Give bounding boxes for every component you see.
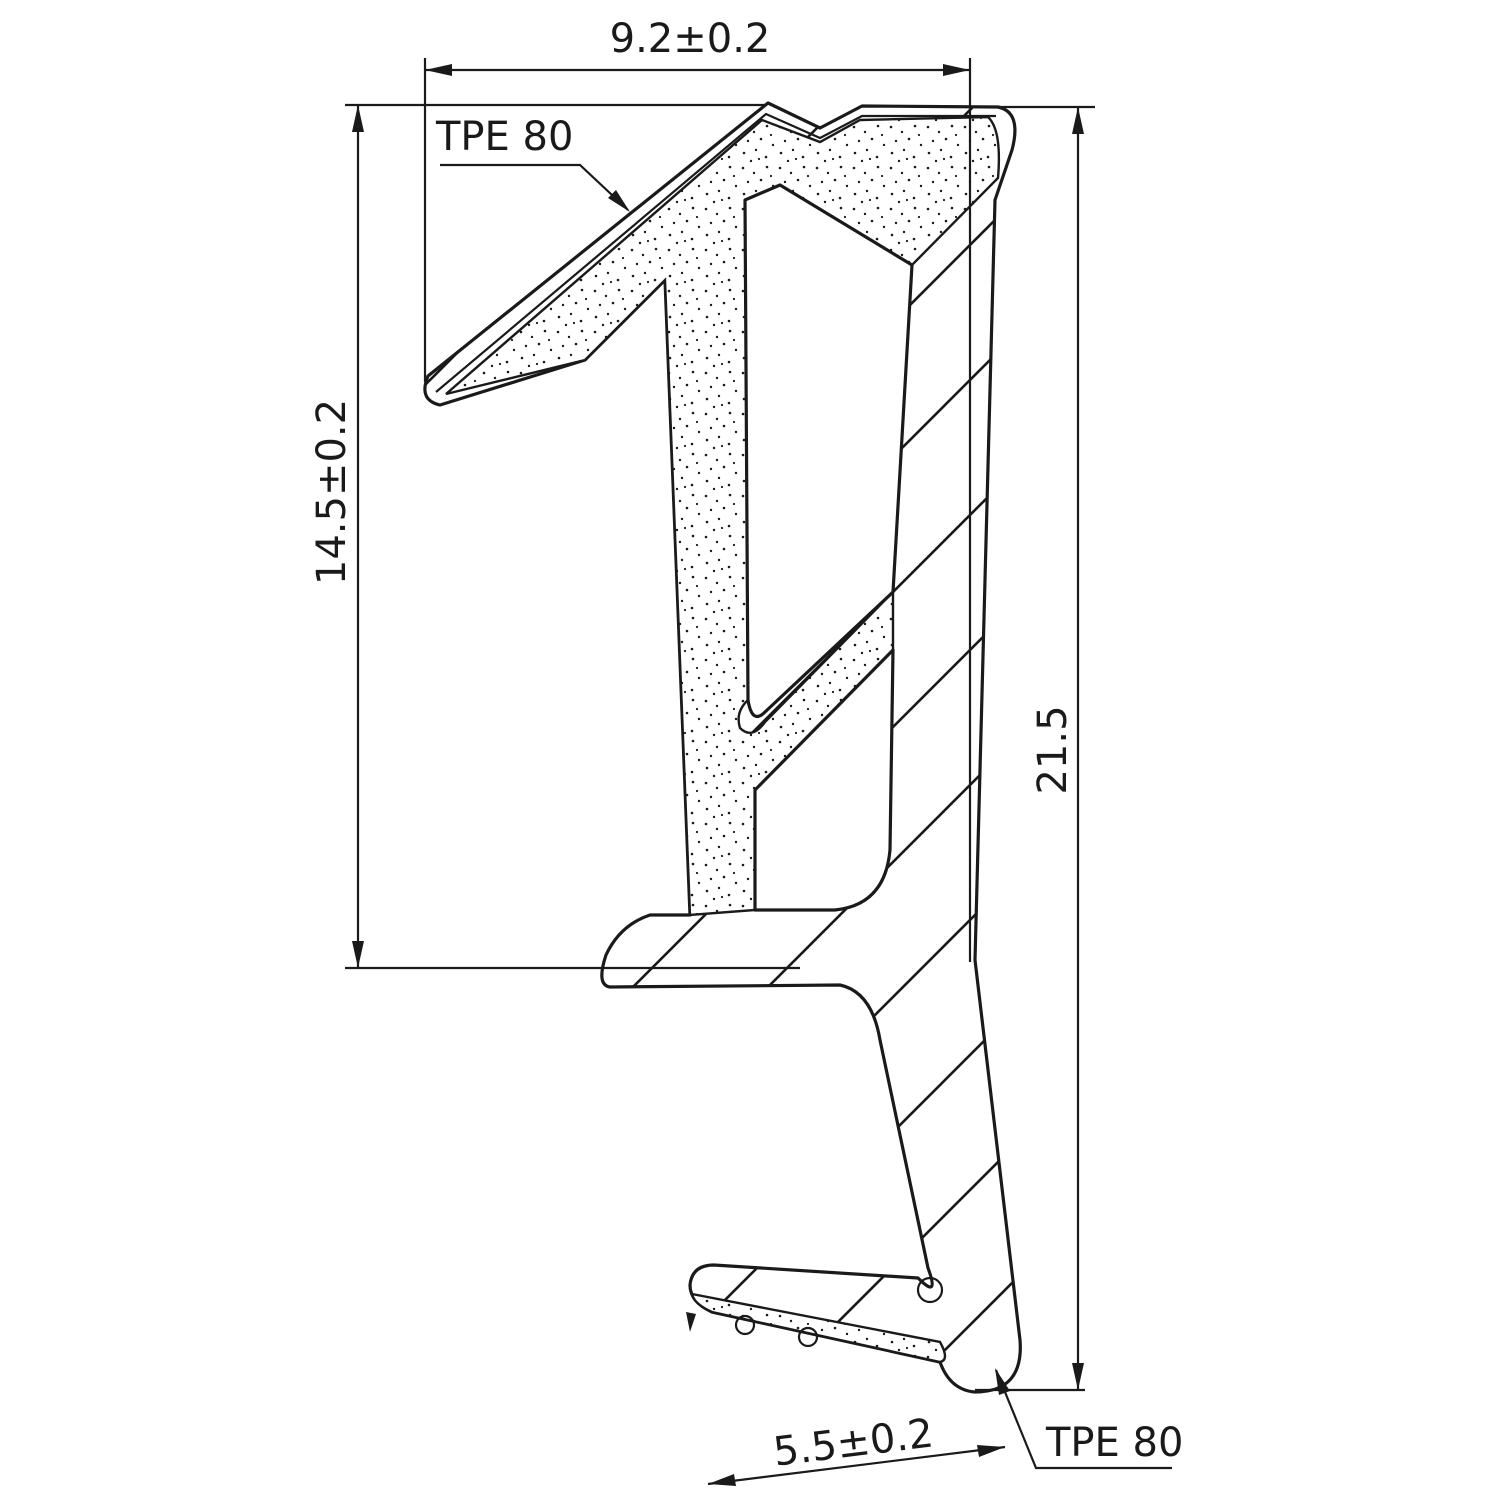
foam-region-upper [445, 115, 1001, 917]
cavity-lower [753, 648, 895, 912]
skin-line [435, 112, 996, 393]
dimension-left-height: 14.5±0.2 [309, 103, 800, 970]
dim-left-height-text: 14.5±0.2 [309, 399, 355, 585]
material-label-top: TPE 80 [435, 114, 630, 212]
material-top-text: TPE 80 [435, 114, 573, 160]
cavity-upper [743, 183, 914, 718]
dimension-top-width: 9.2±0.2 [423, 16, 972, 962]
material-label-bottom: TPE 80 [994, 1368, 1183, 1470]
material-bottom-text: TPE 80 [1045, 1420, 1183, 1466]
dim-top-width-text: 9.2±0.2 [610, 16, 771, 62]
foam-region-foot [690, 1292, 947, 1364]
dim-total-height-text: 21.5 [1030, 705, 1076, 794]
foot-relief-hole [916, 1276, 944, 1304]
dim-foot-width-text: 5.5±0.2 [771, 1410, 936, 1475]
foot-bumps [734, 1314, 819, 1348]
dimension-total-height: 21.5 [975, 105, 1095, 1392]
